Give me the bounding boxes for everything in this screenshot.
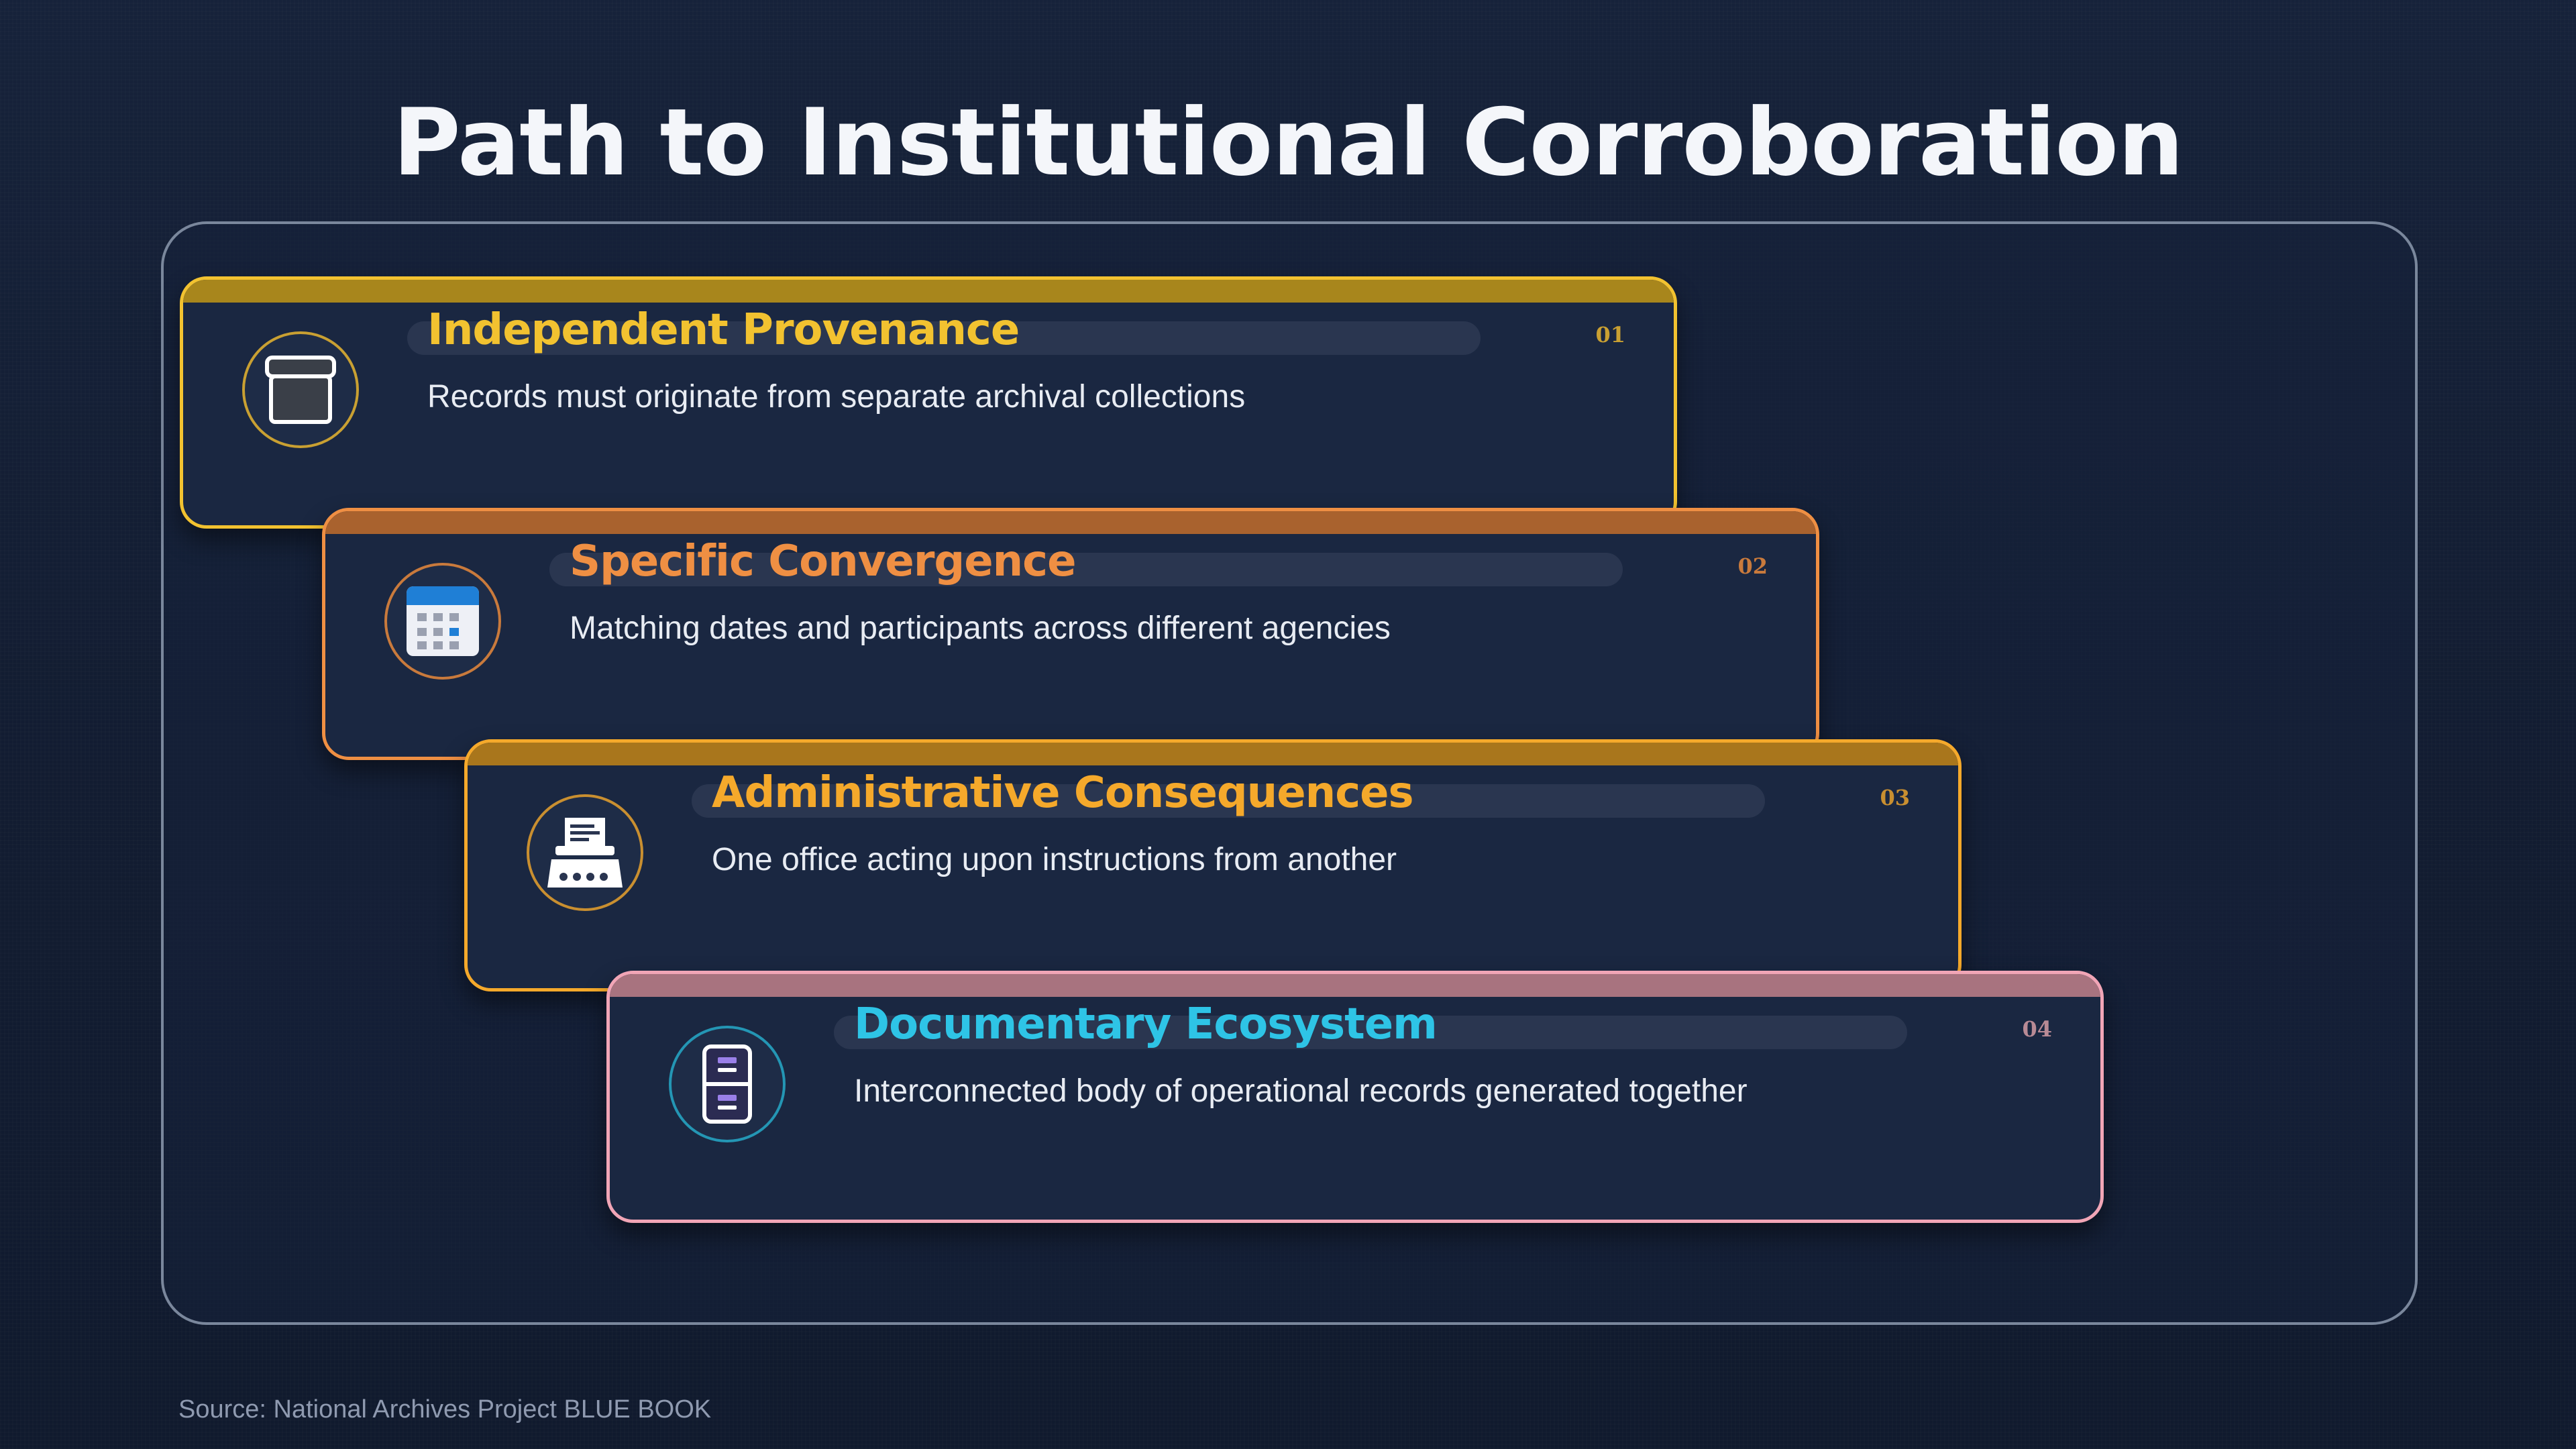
step-title: Documentary Ecosystem [854,1000,1438,1049]
step-number: 01 [1595,322,1625,347]
step-number: 02 [1737,553,1768,579]
step-card-band [468,743,1958,765]
page-title: Path to Institutional Corroboration [392,89,2184,197]
step-icon-ring [669,1026,786,1142]
archive-box-icon [265,356,336,424]
typewriter-icon [547,818,623,888]
step-icon-ring [527,794,643,911]
step-description: Records must originate from separate arc… [427,379,1246,415]
step-card-band [325,511,1816,534]
filing-cabinet-icon [702,1044,752,1124]
step-card-band [610,974,2100,997]
step-title: Independent Provenance [427,305,1020,355]
step-number: 03 [1880,785,1910,810]
step-title-bar [549,553,1623,586]
step-title: Administrative Consequences [712,768,1414,818]
step-card-4: Documentary Ecosystem Interconnected bod… [606,971,2104,1223]
step-title-bar [834,1016,1907,1049]
step-title-bar [407,321,1481,355]
step-icon-ring [242,331,359,448]
step-card-1: Independent Provenance Records must orig… [180,276,1677,529]
step-description: Interconnected body of operational recor… [854,1073,1748,1109]
step-card-band [183,280,1674,303]
step-description: Matching dates and participants across d… [570,610,1391,646]
step-number: 04 [2022,1016,2052,1042]
step-description: One office acting upon instructions from… [712,842,1397,877]
step-card-2: Specific Convergence Matching dates and … [322,508,1819,760]
step-title: Specific Convergence [570,537,1076,586]
calendar-icon [407,586,479,656]
step-icon-ring [384,563,501,680]
step-title-bar [692,784,1765,818]
source-caption: Source: National Archives Project BLUE B… [178,1395,712,1424]
step-card-3: Administrative Consequences One office a… [464,739,1962,991]
